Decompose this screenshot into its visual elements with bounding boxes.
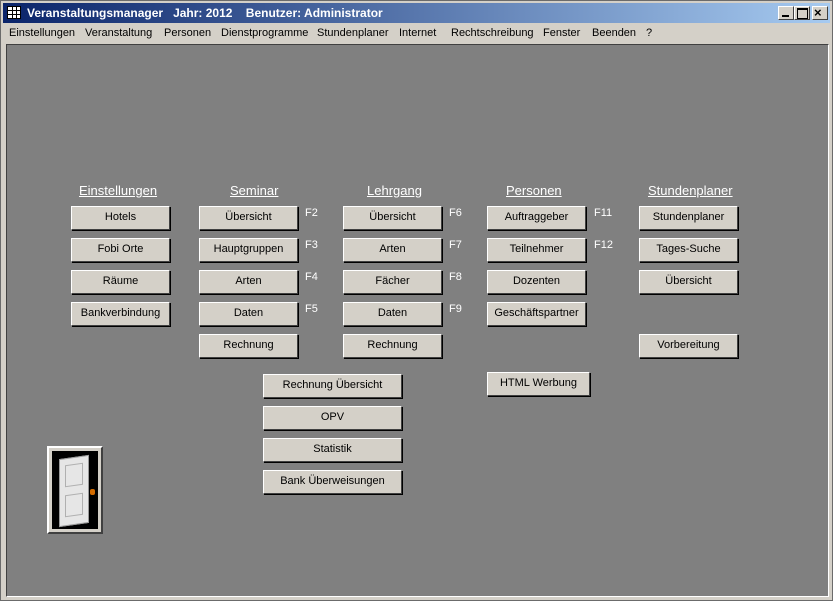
menu-internet[interactable]: Internet (399, 27, 437, 39)
heading-einstellungen: Einstellungen (79, 183, 158, 198)
close-button[interactable]: × (812, 5, 828, 20)
fkey-f6: F6 (449, 207, 462, 219)
grid-app-icon[interactable] (7, 6, 21, 19)
menu-fenster[interactable]: Fenster (543, 27, 581, 39)
seminar-button-uebersicht[interactable]: Übersicht (199, 206, 298, 230)
user-label: Benutzer: Administrator (245, 6, 383, 20)
button-bankverbindung[interactable]: Bankverbindung (71, 302, 170, 326)
button-teilnehmer[interactable]: Teilnehmer (487, 238, 586, 262)
button-vorbereitung[interactable]: Vorbereitung (639, 334, 738, 358)
button-stundenplaner[interactable]: Stundenplaner (639, 206, 738, 230)
button-html-werbung[interactable]: HTML Werbung (487, 372, 590, 396)
heading-lehrgang: Lehrgang (367, 183, 422, 198)
close-icon: × (814, 5, 822, 20)
menu-help[interactable]: ? (646, 27, 653, 39)
button-rechnung-uebersicht[interactable]: Rechnung Übersicht (263, 374, 402, 398)
heading-stundenplaner: Stundenplaner (648, 183, 733, 198)
menu-veranstaltung[interactable]: Veranstaltung (85, 27, 153, 39)
maximize-icon (797, 8, 808, 19)
seminar-button-hauptgruppen[interactable]: Hauptgruppen (199, 238, 298, 262)
lehrgang-button-daten[interactable]: Daten (343, 302, 442, 326)
button-hotels[interactable]: Hotels (71, 206, 170, 230)
window-title: Veranstaltungsmanager Jahr: 2012 Benutze… (27, 3, 383, 23)
button-geschaeftspartner[interactable]: Geschäftspartner (487, 302, 586, 326)
main-area: Einstellungen Hotels Fobi Orte Räume Ban… (6, 44, 829, 597)
button-dozenten[interactable]: Dozenten (487, 270, 586, 294)
fkey-f3: F3 (305, 239, 318, 251)
stundenplaner-button-uebersicht[interactable]: Übersicht (639, 270, 738, 294)
button-opv[interactable]: OPV (263, 406, 402, 430)
year-label: Jahr: 2012 (173, 6, 233, 20)
menu-dienstprogramme[interactable]: Dienstprogramme (221, 27, 309, 39)
seminar-button-arten[interactable]: Arten (199, 270, 298, 294)
menu-bar: Einstellungen Veranstaltung Personen Die… (3, 24, 830, 43)
menu-personen[interactable]: Personen (164, 27, 212, 39)
fkey-f9: F9 (449, 303, 462, 315)
heading-seminar: Seminar (230, 183, 279, 198)
menu-stundenplaner[interactable]: Stundenplaner (317, 27, 389, 39)
fkey-f11: F11 (594, 207, 613, 219)
lehrgang-button-arten[interactable]: Arten (343, 238, 442, 262)
menu-einstellungen[interactable]: Einstellungen (9, 27, 76, 39)
fkey-f5: F5 (305, 303, 318, 315)
button-tages-suche[interactable]: Tages-Suche (639, 238, 738, 262)
heading-personen: Personen (506, 183, 562, 198)
button-statistik[interactable]: Statistik (263, 438, 402, 462)
maximize-button[interactable] (794, 6, 810, 20)
seminar-button-rechnung[interactable]: Rechnung (199, 334, 298, 358)
exit-door-icon (52, 451, 98, 529)
menu-beenden[interactable]: Beenden (592, 27, 637, 39)
fkey-f12: F12 (594, 239, 613, 251)
minimize-button[interactable] (778, 6, 794, 20)
lehrgang-button-rechnung[interactable]: Rechnung (343, 334, 442, 358)
seminar-button-daten[interactable]: Daten (199, 302, 298, 326)
fkey-f2: F2 (305, 207, 318, 219)
app-name: Veranstaltungsmanager (27, 6, 164, 20)
button-bank-ueberweisungen[interactable]: Bank Überweisungen (263, 470, 402, 494)
menu-rechtschreibung[interactable]: Rechtschreibung (451, 27, 534, 39)
exit-door-button[interactable] (47, 446, 103, 534)
title-bar[interactable]: Veranstaltungsmanager Jahr: 2012 Benutze… (3, 3, 830, 23)
button-raeume[interactable]: Räume (71, 270, 170, 294)
button-auftraggeber[interactable]: Auftraggeber (487, 206, 586, 230)
fkey-f4: F4 (305, 271, 318, 283)
fkey-f8: F8 (449, 271, 462, 283)
fkey-f7: F7 (449, 239, 462, 251)
button-fobi-orte[interactable]: Fobi Orte (71, 238, 170, 262)
minimize-icon (782, 15, 789, 17)
lehrgang-button-uebersicht[interactable]: Übersicht (343, 206, 442, 230)
lehrgang-button-faecher[interactable]: Fächer (343, 270, 442, 294)
